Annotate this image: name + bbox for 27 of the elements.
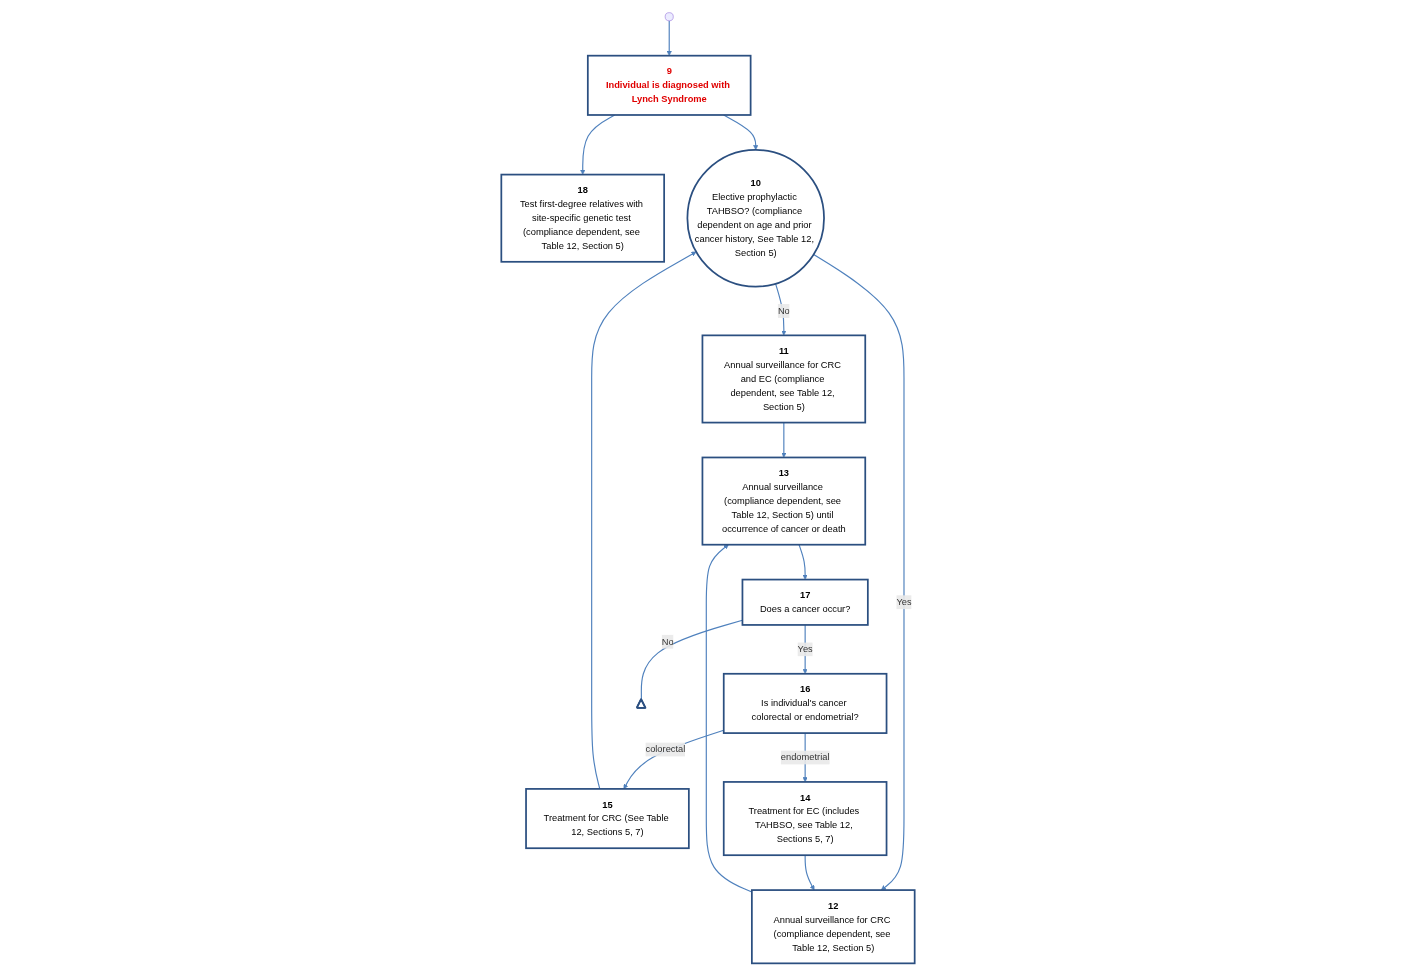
arrow	[580, 114, 616, 175]
edge-label: No	[661, 636, 674, 647]
edge-label: Yes	[797, 644, 813, 655]
node-box: 17 Does a cancer occur?	[741, 578, 869, 626]
arrow	[666, 20, 672, 56]
arrow	[804, 854, 815, 891]
node-box: 9 Individual is diagnosed with Lynch Syndrome	[586, 54, 752, 116]
edge-label: endometrial	[780, 752, 830, 763]
node-box: 18 Test first-degree relatives with site-specific genetic test (compliance dependent, see Table 12, Section 5)	[500, 173, 665, 263]
edge-label: Yes	[896, 597, 912, 607]
arrow	[623, 729, 725, 790]
node-circle: 10 Elective prophylactic TAHBSO? (compliance dependent on age and prior cancer history, See Table 12, Section 5)	[686, 149, 825, 288]
edge-label: colorectal	[645, 744, 686, 755]
arrow	[781, 422, 787, 458]
node-box: 16 Is individual's cancer colorectal or endometrial?	[722, 672, 888, 734]
node-box: 11 Annual surveillance for CRC and EC (compliance dependent, see Table 12, Section 5)	[701, 334, 867, 424]
edge-label: No	[777, 305, 790, 316]
arrow	[591, 251, 697, 790]
arrow	[723, 114, 759, 151]
node-box: 15 Treatment for CRC (See Table 12, Sections 5, 7)	[525, 788, 690, 850]
arrow	[813, 253, 905, 891]
arrow	[798, 544, 808, 580]
arrow	[774, 283, 787, 336]
node-box: 13 Annual surveillance (compliance dependent, see Table 12, Section 5) until occurrence of cancer or death	[701, 456, 867, 546]
arrow	[802, 624, 808, 674]
node-box: 14 Treatment for EC (includes TAHBSO, see Table 12, Sections 5, 7)	[722, 781, 888, 857]
node-box: 12 Annual surveillance for CRC (compliance dependent, see Table 12, Section 5)	[751, 889, 916, 965]
